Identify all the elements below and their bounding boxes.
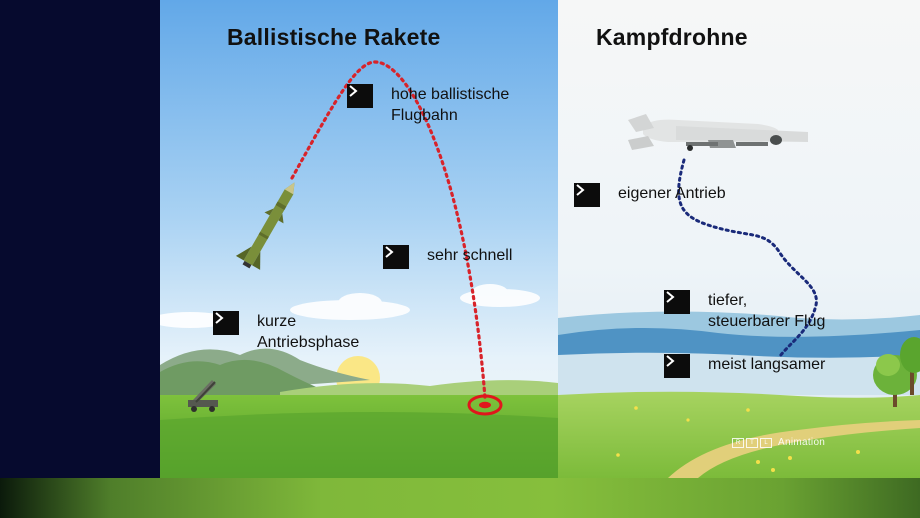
chevron-right-icon bbox=[664, 354, 690, 378]
label-short-boost-phase: kurze Antriebsphase bbox=[213, 311, 359, 353]
lake bbox=[558, 327, 920, 360]
dirt-path bbox=[668, 420, 920, 478]
target-ring-icon bbox=[467, 394, 503, 416]
drone-flight-path bbox=[677, 158, 818, 358]
label-text: hohe ballistische Flugbahn bbox=[391, 86, 510, 124]
label-own-propulsion: eigener Antrieb bbox=[574, 183, 726, 207]
drone-icon bbox=[628, 114, 808, 151]
label-low-controllable-flight: tiefer, steuerbarer Flug bbox=[664, 290, 825, 332]
combat-drone-panel: Kampfdrohne eigener Antrieb tiefer, steu… bbox=[558, 0, 920, 478]
ballistic-scene bbox=[160, 0, 558, 478]
trees bbox=[873, 337, 920, 407]
shore bbox=[558, 352, 920, 395]
target-center bbox=[479, 401, 491, 409]
label-usually-slower: meist langsamer bbox=[664, 354, 825, 378]
label-text: kurze Antriebsphase bbox=[257, 313, 360, 351]
rtl-animation-watermark: R T L Animation bbox=[732, 437, 825, 448]
bottom-grass-strip bbox=[0, 478, 920, 518]
ground-shade bbox=[160, 411, 558, 478]
missile-launcher-icon bbox=[188, 380, 218, 412]
missile-icon bbox=[235, 182, 295, 270]
watermark-text: Animation bbox=[778, 437, 826, 448]
flowers bbox=[616, 406, 860, 472]
chevron-right-icon bbox=[347, 84, 373, 108]
label-high-trajectory: hohe ballistische Flugbahn bbox=[347, 84, 509, 126]
chevron-right-icon bbox=[383, 245, 409, 269]
label-text: tiefer, steuerbarer Flug bbox=[708, 292, 826, 330]
label-text: sehr schnell bbox=[427, 247, 513, 264]
label-text: meist langsamer bbox=[708, 356, 826, 373]
rtl-logo: R T L bbox=[732, 437, 772, 448]
chevron-right-icon bbox=[664, 290, 690, 314]
chevron-right-icon bbox=[574, 183, 600, 207]
drone-scene bbox=[558, 0, 920, 478]
clouds bbox=[160, 284, 540, 328]
ballistic-title: Ballistische Rakete bbox=[227, 24, 441, 50]
drone-title: Kampfdrohne bbox=[596, 24, 748, 50]
left-dark-band bbox=[0, 0, 160, 478]
ground bbox=[558, 391, 920, 478]
label-text: eigener Antrieb bbox=[618, 185, 726, 202]
chevron-right-icon bbox=[213, 311, 239, 335]
label-very-fast: sehr schnell bbox=[383, 245, 512, 269]
ballistic-trajectory bbox=[290, 60, 487, 400]
ballistic-missile-panel: Ballistische Rakete hohe ballistische Fl… bbox=[160, 0, 558, 478]
